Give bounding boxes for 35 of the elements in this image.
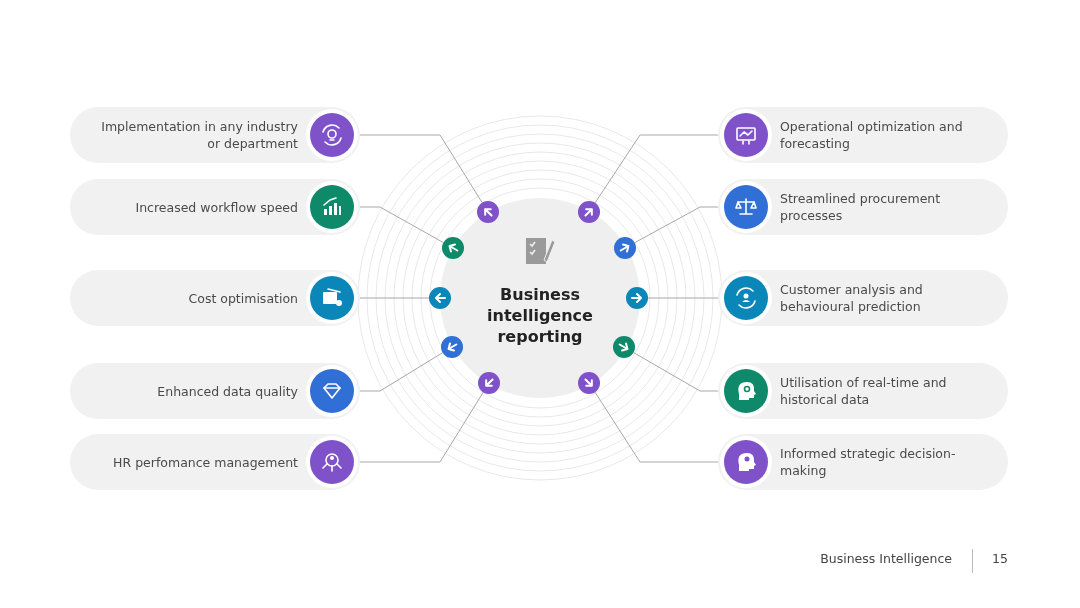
benefit-pill <box>70 179 360 235</box>
benefit-pill <box>718 179 1008 235</box>
benefit-pill <box>718 270 1008 326</box>
benefit-text: Operational optimization and forecasting <box>780 118 964 152</box>
center-title: Business intelligence reporting <box>486 284 594 347</box>
benefit-text: Utilisation of real-time and historical data <box>780 374 948 408</box>
benefit-pill <box>70 363 360 419</box>
footer-title: Business Intelligence <box>820 551 952 566</box>
connector-line <box>359 134 483 204</box>
benefit-pill <box>70 434 360 490</box>
benefit-pill <box>718 434 1008 490</box>
benefit-pill <box>718 107 1008 163</box>
benefit-pill <box>70 107 360 163</box>
benefit-text: Customer analysis and behavioural prediction <box>780 281 924 315</box>
benefit-text: Informed strategic decision-making <box>780 445 957 479</box>
benefit-text: Implementation in any industry or department <box>100 118 298 152</box>
arrow-badge <box>429 287 451 309</box>
connector-line <box>359 352 444 392</box>
connector-line <box>633 352 719 392</box>
benefit-pill <box>70 270 360 326</box>
connector-line <box>359 206 444 244</box>
arrow-badge <box>626 287 648 309</box>
benefit-text: HR perfomance management <box>112 453 298 471</box>
benefit-text: Streamlined procurement processes <box>780 190 942 224</box>
connector-line <box>634 206 719 244</box>
benefit-text: Cost optimisation <box>187 289 298 307</box>
connector-line <box>359 297 430 299</box>
benefit-text: Enhanced data quality <box>156 382 298 400</box>
connector-line <box>594 391 719 463</box>
benefit-text: Increased workflow speed <box>134 198 298 216</box>
page-number: 15 <box>992 551 1008 566</box>
benefit-pill <box>718 363 1008 419</box>
connector-line <box>359 391 484 463</box>
connector-line <box>594 134 719 204</box>
connector-line <box>647 297 719 299</box>
